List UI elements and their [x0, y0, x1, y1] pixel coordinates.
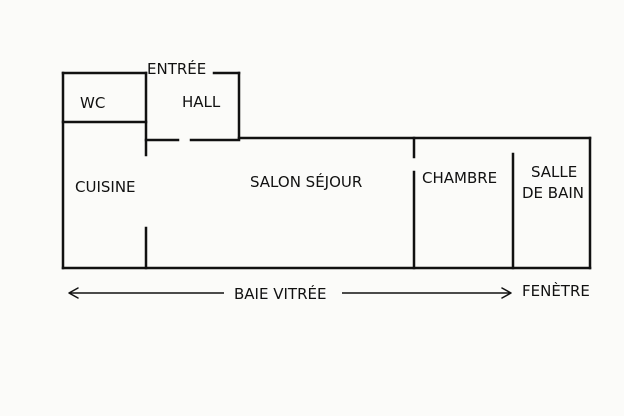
baie-vitree-arrow — [68, 287, 512, 299]
label-salle-de-bain-2: DE BAIN — [522, 184, 584, 202]
label-salon-sejour: SALON SÉJOUR — [250, 172, 362, 191]
walls — [61, 71, 592, 270]
room-labels: ENTRÉE WC HALL CUISINE SALON SÉJOUR CHAM… — [75, 59, 590, 303]
label-salle-de-bain-1: SALLE — [531, 163, 577, 181]
label-chambre: CHAMBRE — [422, 169, 497, 187]
arrow-head-left — [68, 287, 79, 299]
label-entree: ENTRÉE — [147, 59, 206, 78]
label-hall: HALL — [182, 93, 221, 111]
label-baie-vitree: BAIE VITRÉE — [234, 284, 326, 303]
label-wc: WC — [80, 94, 105, 112]
arrow-head-right — [501, 287, 512, 299]
label-fenetre: FENÈTRE — [522, 281, 590, 300]
label-cuisine: CUISINE — [75, 178, 136, 196]
